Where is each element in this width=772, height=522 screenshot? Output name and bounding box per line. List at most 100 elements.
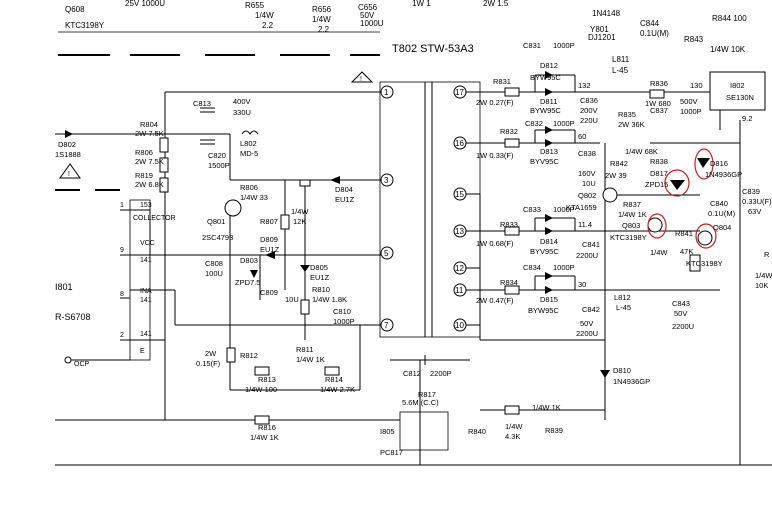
label: 1S1888	[55, 150, 81, 159]
label: R813	[258, 375, 276, 384]
label: 1/4W	[291, 207, 309, 216]
label: 1/4W 1K	[618, 210, 647, 219]
label: 30	[578, 280, 586, 289]
label: 100U	[205, 269, 223, 278]
label: R835	[618, 110, 636, 119]
label: Q608	[65, 5, 85, 14]
label: 400V	[233, 97, 251, 106]
label: Q804	[713, 223, 731, 232]
label: L-45	[612, 66, 629, 75]
svg-text:!: !	[360, 76, 362, 83]
label: BYV95C	[530, 157, 559, 166]
label: 0.33U(F)	[742, 197, 772, 206]
label: 2W 0.27(F)	[476, 98, 514, 107]
label: 0.1U(M)	[708, 209, 736, 218]
label: PC817	[380, 448, 403, 457]
label: 2W 36K	[618, 120, 645, 129]
primary-labels: C813 400V 330U D802 1S1888 R804 2W 7.5K …	[55, 97, 355, 442]
label: 1000P	[553, 119, 575, 128]
ic-inner: 141	[140, 297, 152, 304]
label: L811	[612, 55, 630, 64]
label: C839	[742, 187, 760, 196]
label: 2W 0.47(F)	[476, 296, 514, 305]
label: 1/4W 1K	[296, 355, 325, 364]
ic-inner: 153	[140, 202, 152, 209]
ic-inner: 141	[140, 331, 152, 338]
label: D811	[540, 97, 557, 106]
label: R814	[325, 375, 343, 384]
label: I802	[730, 81, 745, 90]
pin-label: 12	[455, 264, 464, 273]
label: C837	[650, 106, 668, 115]
label: 130	[690, 81, 703, 90]
label: 1W 0.33(F)	[476, 151, 514, 160]
label: D809	[260, 235, 278, 244]
label: C843	[672, 299, 690, 308]
label: 1/4W	[650, 248, 668, 257]
top-boundary	[55, 31, 380, 191]
label: 1/4W 1.8K	[312, 295, 347, 304]
label: R806	[135, 148, 153, 157]
label: D814	[540, 237, 558, 246]
label: 2200U	[576, 329, 598, 338]
label: C812	[403, 369, 421, 378]
label: L802	[240, 139, 257, 148]
label: 2200U	[672, 322, 694, 331]
optocoupler-pc817	[399, 411, 449, 451]
label: C840	[710, 199, 728, 208]
label: EU1Z	[335, 195, 355, 204]
label: 2SC4793	[202, 233, 233, 242]
label: 0.15(F)	[196, 359, 221, 368]
label: D816	[710, 159, 728, 168]
label: C834	[523, 263, 541, 272]
label: R831	[493, 77, 511, 86]
ic-pin-num: 1	[120, 202, 124, 209]
label: 1000P	[553, 205, 575, 214]
label: R816	[258, 423, 276, 432]
label: BYW95C	[528, 306, 559, 315]
label: MD-5	[240, 149, 258, 158]
label: D802	[58, 140, 76, 149]
label: 500V	[680, 97, 698, 106]
label: 1000P	[333, 317, 355, 326]
pin-label: 17	[455, 88, 464, 97]
label: KTC3198Y	[65, 21, 105, 30]
pin-label: 7	[384, 321, 389, 330]
label: Q802	[578, 191, 596, 200]
label: 1000P	[680, 107, 702, 116]
pin-label: 11	[455, 286, 464, 295]
label: 2.2	[262, 21, 274, 30]
primary-components	[65, 107, 520, 451]
label: 0.1U(M)	[640, 29, 669, 38]
label: 1/4W 2.7K	[320, 385, 355, 394]
label: R811	[296, 345, 313, 354]
label: C832	[525, 119, 543, 128]
label: R841	[675, 229, 693, 238]
transformer-t802	[379, 81, 481, 338]
label: R810	[312, 285, 330, 294]
label: 1N4148	[592, 9, 621, 18]
label: R836	[650, 79, 668, 88]
label: 50V	[674, 309, 687, 318]
label: R844 100	[712, 14, 747, 23]
label: C820	[208, 151, 226, 160]
label: 2W 7.5K	[135, 157, 164, 166]
ic-pin-num: 2	[120, 332, 124, 339]
label: 10U	[582, 179, 596, 188]
label: D817	[650, 169, 668, 178]
label: C813	[193, 99, 211, 108]
label: Y801	[590, 25, 609, 34]
label: C809	[260, 288, 278, 297]
secondary-labels: C831 1000P D812 BYW95C R831 2W 0.27(F) D…	[380, 41, 772, 457]
ic-pin-label: VCC	[140, 240, 155, 247]
label: ZPD7.5	[235, 278, 260, 287]
label: R817	[418, 390, 436, 399]
label: R834	[500, 278, 518, 287]
label: 1W 0.68(F)	[476, 239, 514, 248]
label: 50V	[360, 11, 375, 20]
label: Q801	[207, 217, 225, 226]
label: 2W 6.8K	[135, 180, 164, 189]
label: 5.6M (C.C)	[402, 398, 439, 407]
label: D803	[240, 256, 258, 265]
label: R843	[684, 35, 704, 44]
